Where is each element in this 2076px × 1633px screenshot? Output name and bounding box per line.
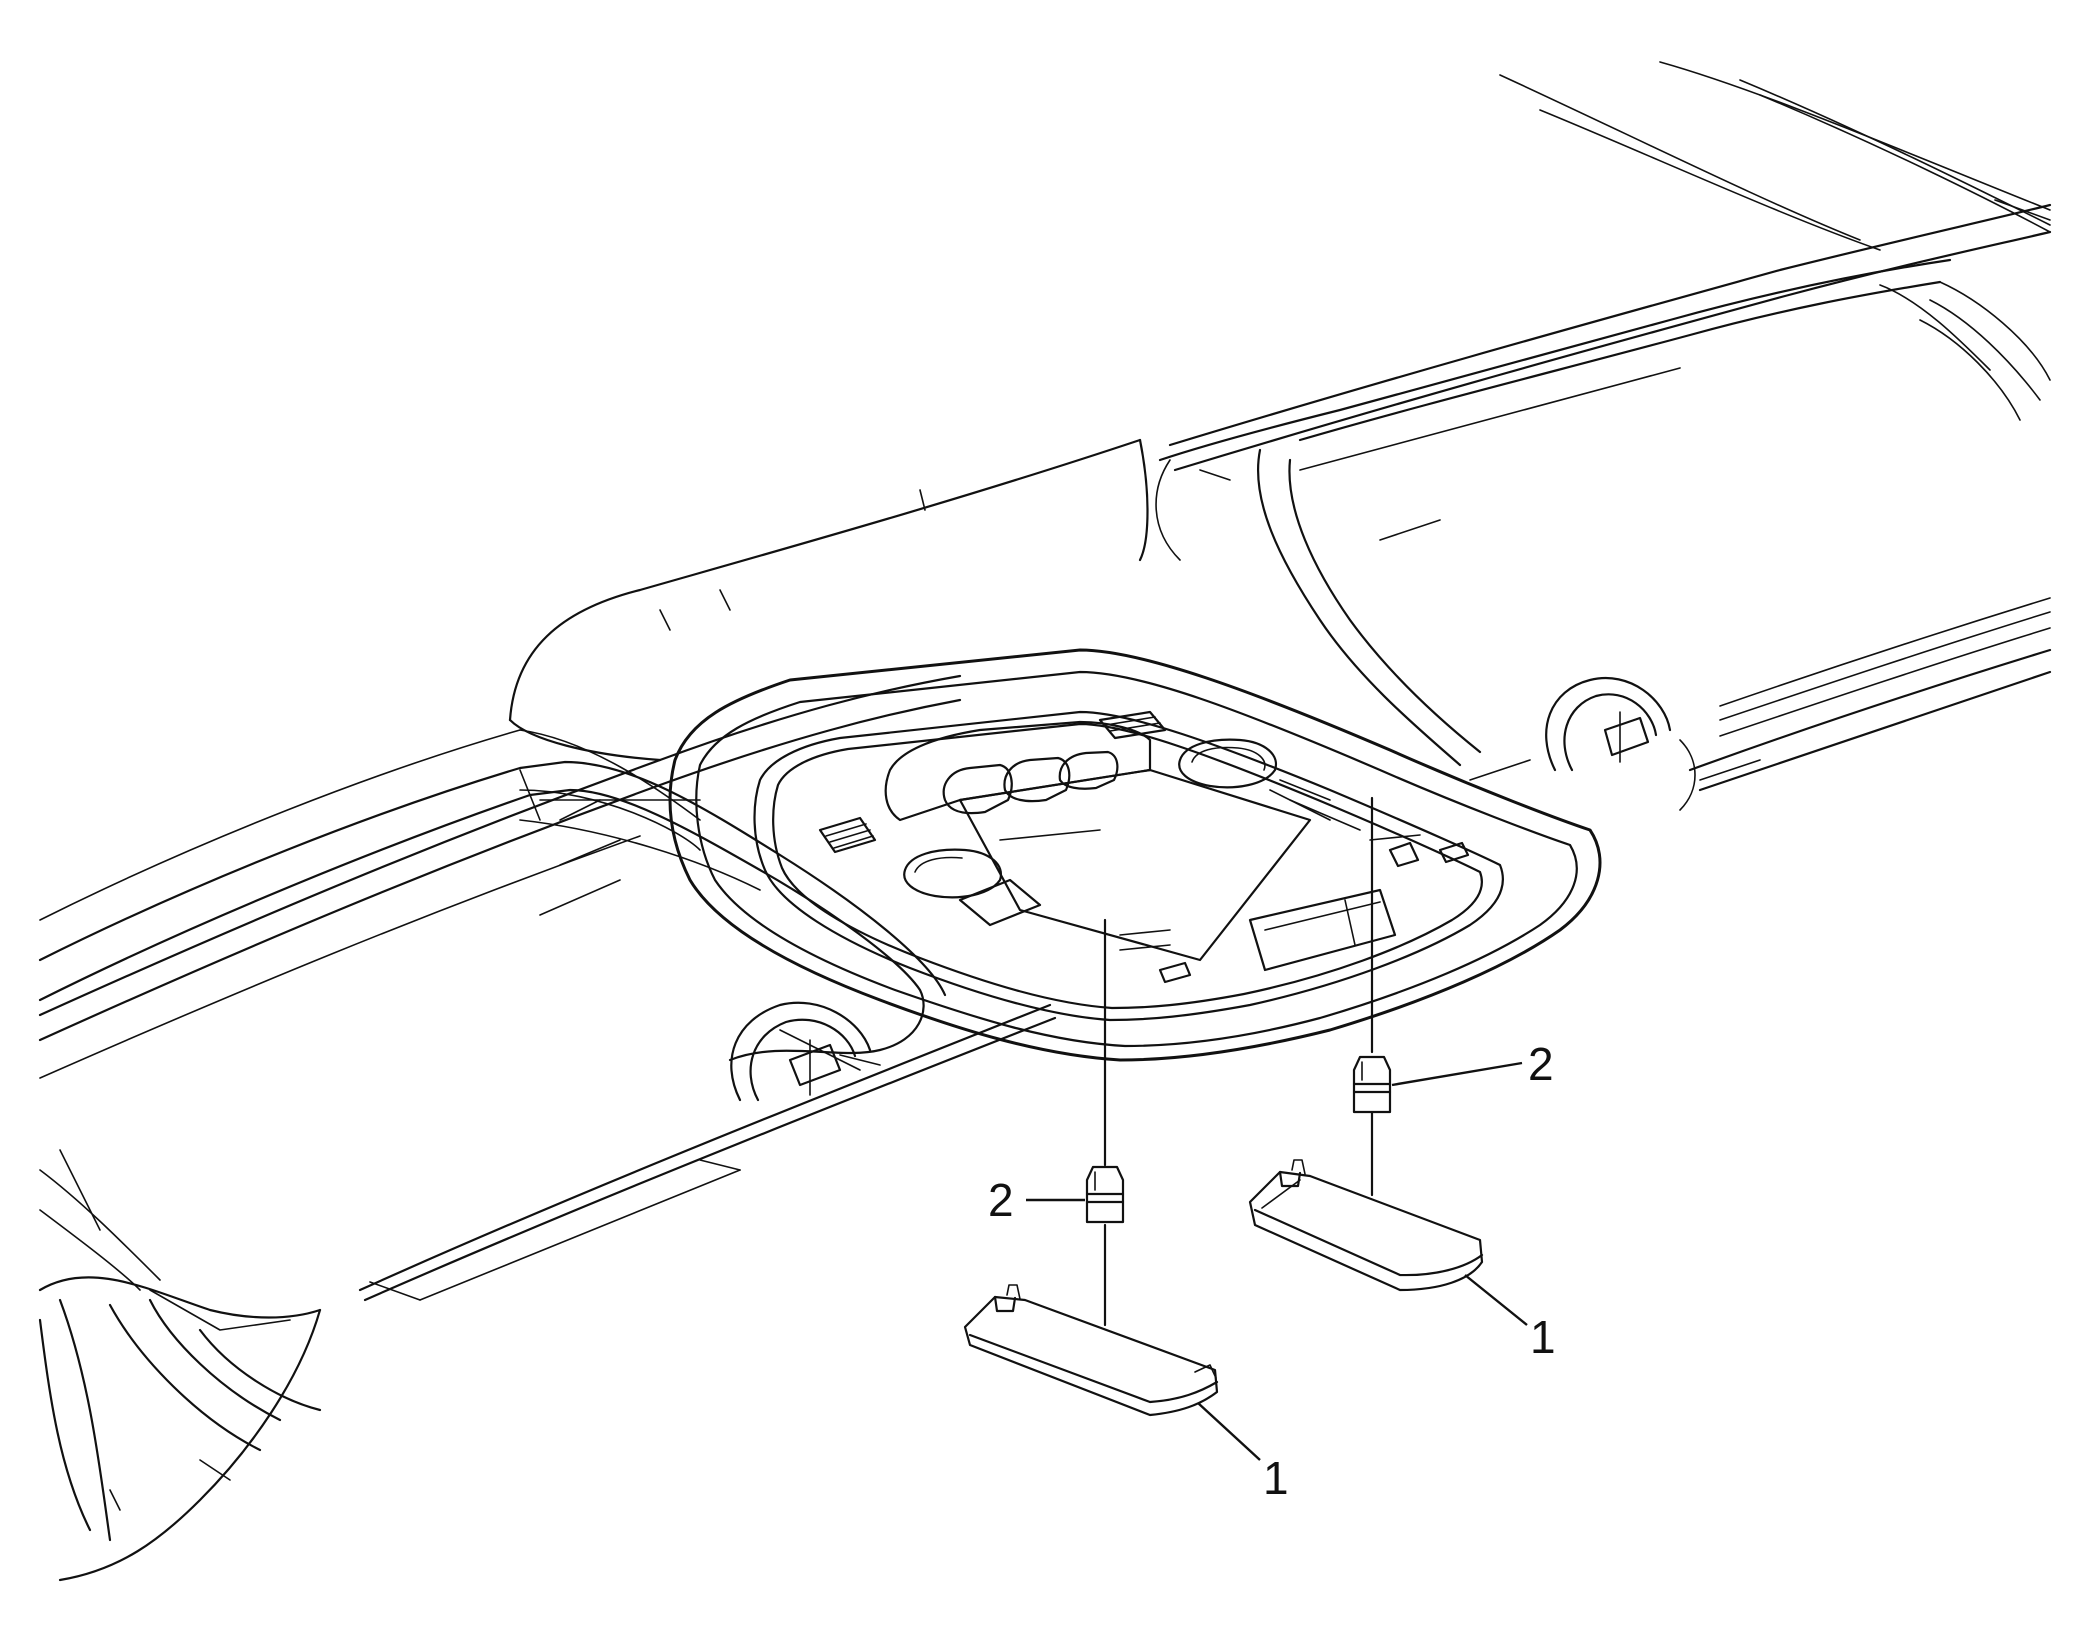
console-button-left: [903, 848, 1042, 927]
callout-1-left: 1: [1263, 1452, 1289, 1504]
right-lamp-bulb: [1352, 1055, 1392, 1114]
pillar-trim: [38, 1149, 322, 1582]
left-roof-opening: [38, 729, 947, 1062]
console-vent-top: [1098, 710, 1167, 740]
right-grab-handle: [1545, 677, 1761, 811]
callout-leaders: [1026, 1061, 1528, 1461]
callout-1-right: 1: [1530, 1311, 1556, 1363]
console-button-top: [1178, 738, 1278, 789]
callout-2-left: 2: [988, 1174, 1014, 1226]
headliner-outline: [38, 61, 2052, 1302]
left-lamp-bulb: [1085, 1165, 1125, 1224]
console-vent-left: [818, 816, 877, 854]
exploded-view-lines: [1103, 796, 1374, 1327]
left-lamp-lens: [963, 1284, 1219, 1417]
right-roof-opening: [1155, 258, 2051, 781]
headliner-hump: [508, 438, 1149, 762]
left-grab-handle: [730, 1001, 881, 1102]
right-lamp-lens: [1248, 1159, 1484, 1292]
callout-2-right: 2: [1528, 1038, 1554, 1090]
overhead-console: [668, 648, 1602, 1062]
